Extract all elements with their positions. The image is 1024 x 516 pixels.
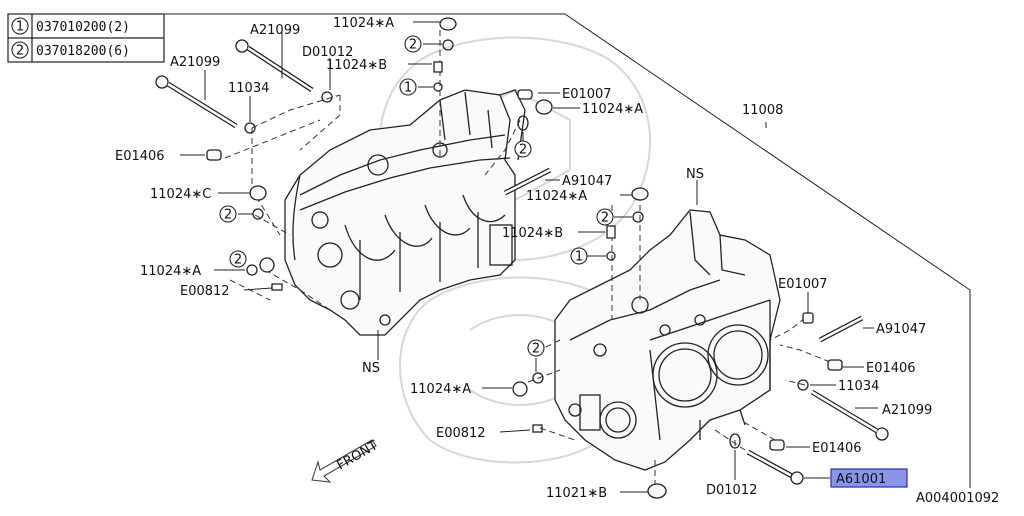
label-11024b-top: 11024∗B bbox=[326, 58, 387, 73]
label-a21099-right: A21099 bbox=[882, 403, 932, 418]
label-11024a-top-right: 11024∗A bbox=[582, 102, 643, 117]
legend-num-2: 2 bbox=[16, 44, 24, 59]
label-11034-right: 11034 bbox=[838, 379, 879, 394]
left-block-half bbox=[284, 89, 526, 336]
label-a91047-top: A91047 bbox=[562, 174, 612, 189]
callout-circle-2-a bbox=[404, 35, 422, 53]
label-ns-top: NS bbox=[686, 167, 704, 182]
label-11024a-left: 11024∗A bbox=[140, 264, 201, 279]
label-a91047-right: A91047 bbox=[876, 322, 926, 337]
label-11024b-mid: 11024∗B bbox=[502, 226, 563, 241]
label-a21099-left: A21099 bbox=[170, 55, 220, 70]
label-a21099-top: A21099 bbox=[250, 23, 300, 38]
part-labels: A21099 A21099 A21099 11024∗A 11024∗A 110… bbox=[115, 16, 999, 506]
label-e01007-top: E01007 bbox=[562, 87, 612, 102]
bolt-a21099-right bbox=[810, 389, 889, 441]
callout-num-2-f: 2 bbox=[532, 342, 540, 357]
callout-num-2-c: 2 bbox=[224, 208, 232, 223]
callout-num-2-d: 2 bbox=[234, 253, 242, 268]
callout-num-1-a: 1 bbox=[404, 81, 412, 96]
label-e01406-left: E01406 bbox=[115, 149, 165, 164]
callout-circle-2-f bbox=[527, 339, 545, 357]
label-d01012-bottom: D01012 bbox=[706, 483, 757, 498]
callout-num-2-b: 2 bbox=[519, 143, 527, 158]
label-a61001[interactable]: A61001 bbox=[836, 472, 886, 487]
highlighted-part[interactable]: A61001 bbox=[830, 468, 908, 488]
callout-num-2-e: 2 bbox=[601, 211, 609, 226]
label-11021b: 11021∗B bbox=[546, 486, 607, 501]
bolt-a61001 bbox=[746, 449, 804, 485]
label-11008: 11008 bbox=[742, 103, 783, 118]
label-d01012-top: D01012 bbox=[302, 45, 353, 60]
assembly-leader-11008 bbox=[164, 13, 971, 488]
callout-circle-1-a bbox=[399, 78, 417, 96]
label-ns-left: NS bbox=[362, 361, 380, 376]
label-e01007-right: E01007 bbox=[778, 277, 828, 292]
label-11024a-bottom: 11024∗A bbox=[410, 382, 471, 397]
legend-num-1: 1 bbox=[16, 20, 24, 35]
stud-a91047-right bbox=[818, 315, 864, 343]
front-arrow: FRONT bbox=[311, 438, 381, 483]
legend-code-2: 037018200(6) bbox=[36, 44, 130, 59]
callout-circle-2-b bbox=[514, 140, 532, 158]
callout-circle-2-e bbox=[596, 208, 614, 226]
bolt-a21099-left bbox=[155, 75, 238, 129]
callout-num-2-a: 2 bbox=[409, 38, 417, 53]
label-e00812-left: E00812 bbox=[180, 284, 230, 299]
label-11024a-mid: 11024∗A bbox=[526, 189, 587, 204]
callout-num-1-b: 1 bbox=[575, 250, 583, 265]
highlight-box[interactable] bbox=[830, 468, 908, 488]
label-11024a-top: 11024∗A bbox=[333, 16, 394, 31]
label-e01406-right-bottom: E01406 bbox=[812, 441, 862, 456]
stud-a91047-top bbox=[503, 167, 552, 196]
bolt-a21099-top bbox=[235, 39, 314, 93]
label-e00812-bottom: E00812 bbox=[436, 426, 486, 441]
callout-circle-2-d bbox=[229, 250, 247, 268]
leader-lines bbox=[180, 21, 878, 493]
legend-table: 1 2 037010200(2) 037018200(6) bbox=[7, 13, 165, 63]
front-label: FRONT bbox=[335, 438, 381, 473]
legend-circle-1 bbox=[11, 17, 29, 35]
callout-circle-2-c bbox=[219, 205, 237, 223]
label-11034-top: 11034 bbox=[228, 81, 269, 96]
callout-circles: 2 1 2 2 2 2 1 2 bbox=[219, 35, 614, 357]
diagram-code: A004001092 bbox=[916, 491, 999, 506]
right-block-half bbox=[554, 209, 781, 471]
legend-code-1: 037010200(2) bbox=[36, 20, 130, 35]
legend-circle-2 bbox=[11, 41, 29, 59]
label-e01406-right-top: E01406 bbox=[866, 361, 916, 376]
callout-circle-1-b bbox=[570, 247, 588, 265]
label-11024c: 11024∗C bbox=[150, 187, 211, 202]
front-arrow-icon bbox=[311, 439, 377, 483]
small-fittings bbox=[206, 17, 843, 499]
